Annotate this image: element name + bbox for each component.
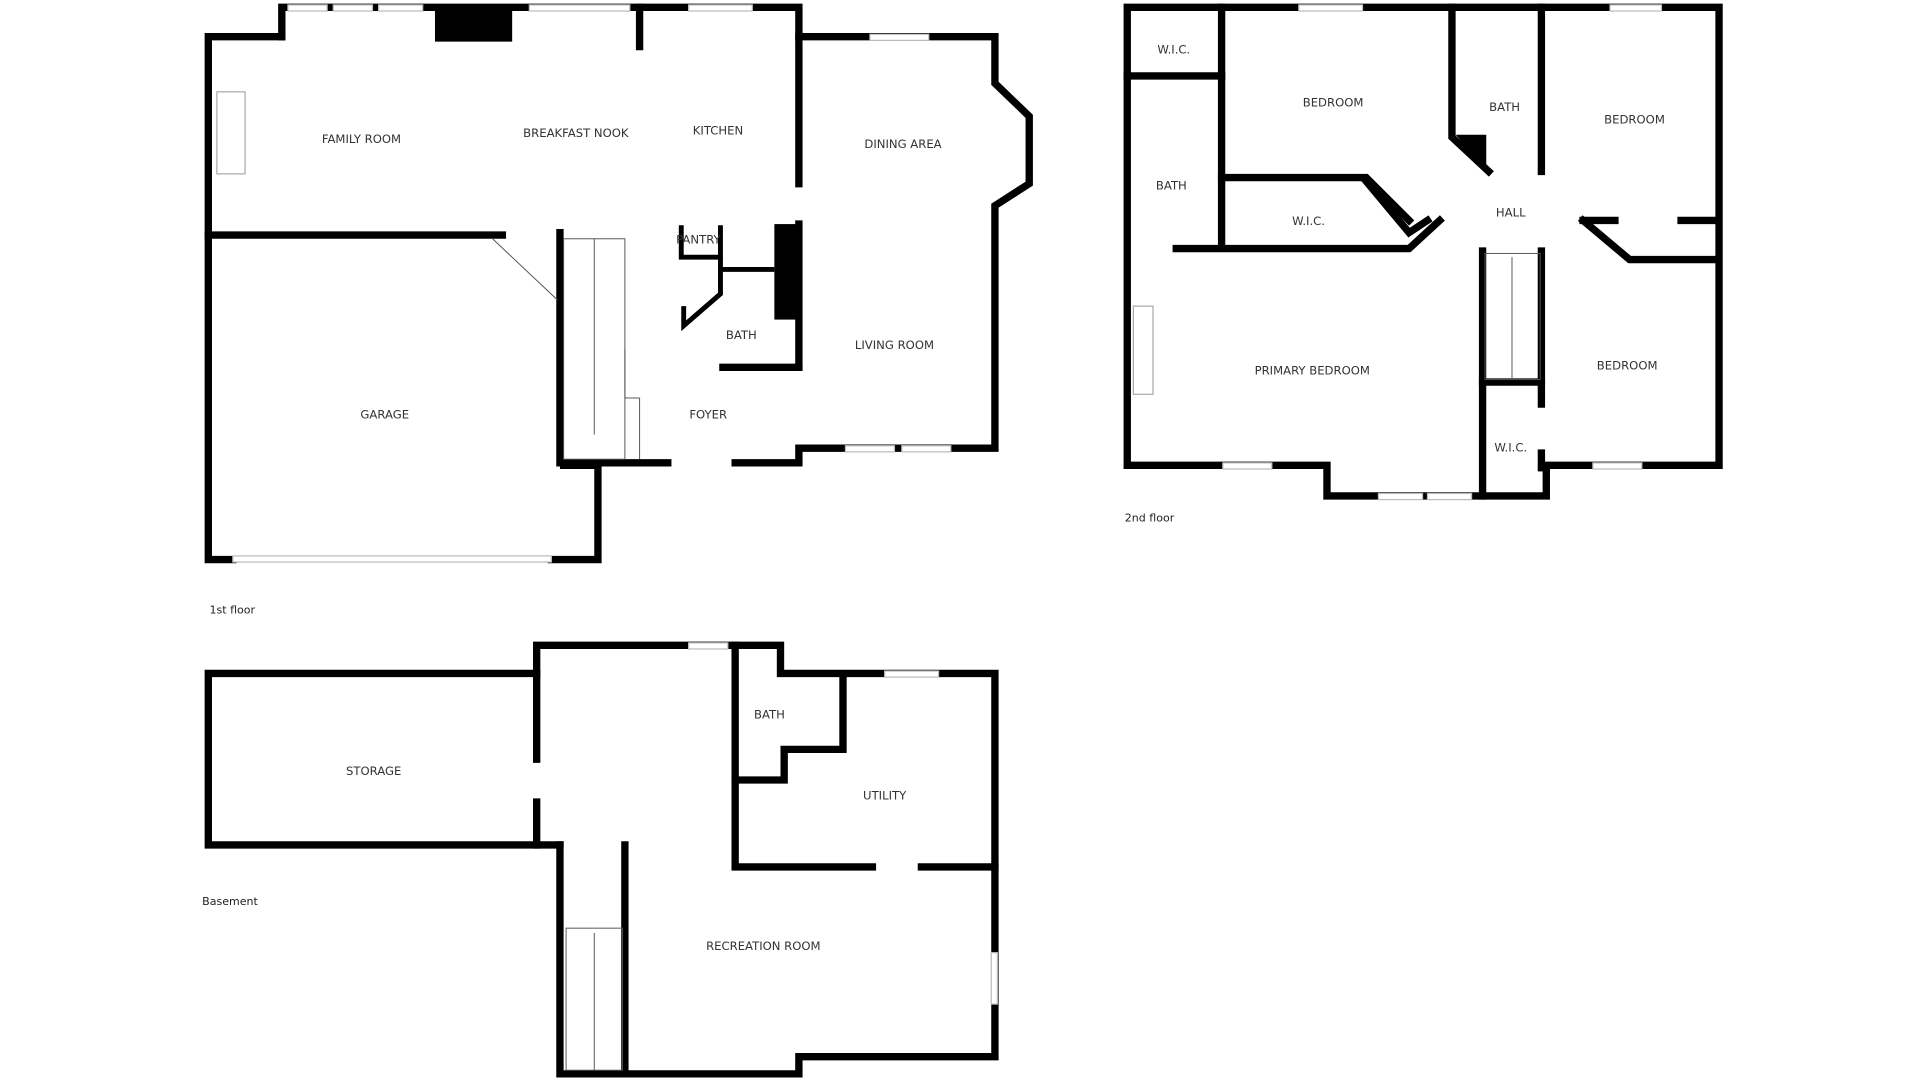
room-label: BREAKFAST NOOK bbox=[523, 126, 629, 140]
first-floor-plan: FAMILY ROOM BREAKFAST NOOK KITCHEN DININ… bbox=[204, 3, 1033, 616]
fireplace-chimney bbox=[434, 7, 513, 42]
room-label: BATH bbox=[754, 708, 785, 722]
room-label: KITCHEN bbox=[693, 124, 743, 138]
basement-stairs bbox=[565, 927, 623, 1071]
room-label: W.I.C. bbox=[1494, 441, 1527, 455]
room-label: DINING AREA bbox=[864, 137, 941, 151]
room-label: PANTRY bbox=[676, 233, 721, 247]
room-label: RECREATION ROOM bbox=[706, 939, 821, 953]
fireplace-hearth bbox=[1132, 305, 1154, 395]
floor-label: 1st floor bbox=[210, 603, 256, 616]
room-label: UTILITY bbox=[863, 788, 907, 802]
room-label: BATH bbox=[1156, 179, 1187, 193]
first-floor-stairs bbox=[563, 238, 641, 460]
room-label: FAMILY ROOM bbox=[322, 132, 401, 146]
basement-plan: STORAGE BATH UTILITY RECREATION ROOM Bas… bbox=[202, 641, 999, 1078]
floor-label: Basement bbox=[202, 895, 258, 908]
room-label: W.I.C. bbox=[1157, 43, 1190, 57]
second-floor-plan: W.I.C. BEDROOM BATH BEDROOM BATH W.I.C. … bbox=[1123, 3, 1723, 525]
room-label: GARAGE bbox=[360, 408, 409, 422]
room-label: PRIMARY BEDROOM bbox=[1255, 364, 1370, 378]
room-label: LIVING ROOM bbox=[855, 338, 934, 352]
room-label: BATH bbox=[1489, 100, 1520, 114]
room-label: BEDROOM bbox=[1303, 95, 1364, 109]
floor-label: 2nd floor bbox=[1125, 512, 1175, 525]
room-label: BEDROOM bbox=[1597, 359, 1658, 373]
room-label: STORAGE bbox=[346, 764, 401, 778]
room-label: BATH bbox=[726, 328, 757, 342]
room-label: FOYER bbox=[689, 408, 727, 422]
second-floor-stairs bbox=[1484, 252, 1541, 381]
room-label: BEDROOM bbox=[1604, 113, 1665, 127]
room-label: HALL bbox=[1496, 206, 1526, 220]
bath-fixture bbox=[1455, 134, 1487, 169]
fireplace-hearth bbox=[216, 91, 246, 175]
kitchen-cabinet-block bbox=[774, 224, 799, 320]
room-label: W.I.C. bbox=[1292, 214, 1325, 228]
